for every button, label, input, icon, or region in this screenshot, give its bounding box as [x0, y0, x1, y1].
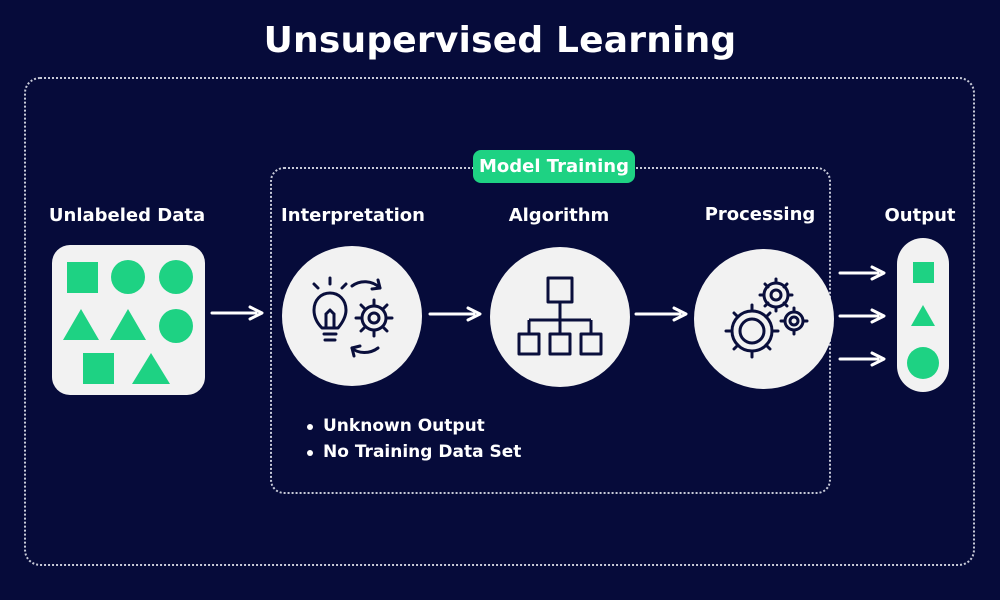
square-shape — [67, 262, 98, 293]
gears-icon — [724, 277, 809, 359]
output-shapes-icon — [907, 262, 939, 379]
arrow-right-icon — [838, 308, 886, 324]
square-shape — [83, 353, 114, 384]
interpretation-label: Interpretation — [281, 205, 425, 226]
output-square — [913, 262, 934, 283]
unlabeled-data-box — [52, 245, 205, 395]
bullet-item: No Training Data Set — [305, 439, 521, 465]
hierarchy-tree-icon — [517, 276, 603, 356]
arrow-right-icon — [634, 306, 688, 322]
output-circle — [907, 347, 939, 379]
unsupervised-learning-frame — [24, 77, 975, 566]
algorithm-node — [490, 247, 630, 387]
triangle-shape — [110, 309, 146, 340]
processing-label: Processing — [704, 204, 816, 225]
arrow-right-icon — [838, 351, 886, 367]
bullet-item: Unknown Output — [305, 413, 521, 439]
diagram-title: Unsupervised Learning — [263, 20, 737, 61]
output-pill — [897, 238, 949, 392]
triangle-shape — [63, 309, 99, 340]
model-training-notes: Unknown Output No Training Data Set — [305, 413, 521, 465]
circle-shape — [159, 260, 193, 294]
triangle-shape — [132, 353, 170, 384]
output-label: Output — [884, 205, 956, 226]
arrow-right-icon — [428, 306, 482, 322]
interpretation-node — [282, 246, 422, 386]
unlabeled-data-label: Unlabeled Data — [48, 205, 206, 226]
circle-shape — [111, 260, 145, 294]
processing-node — [694, 249, 834, 389]
circle-shape — [159, 309, 193, 343]
arrow-right-icon — [210, 305, 264, 321]
model-training-badge: Model Training — [473, 150, 635, 183]
output-triangle — [911, 305, 935, 326]
mixed-shapes-icon — [63, 260, 193, 384]
lightbulb-gear-cycle-icon — [312, 276, 394, 358]
algorithm-label: Algorithm — [508, 205, 610, 226]
arrow-right-icon — [838, 265, 886, 281]
